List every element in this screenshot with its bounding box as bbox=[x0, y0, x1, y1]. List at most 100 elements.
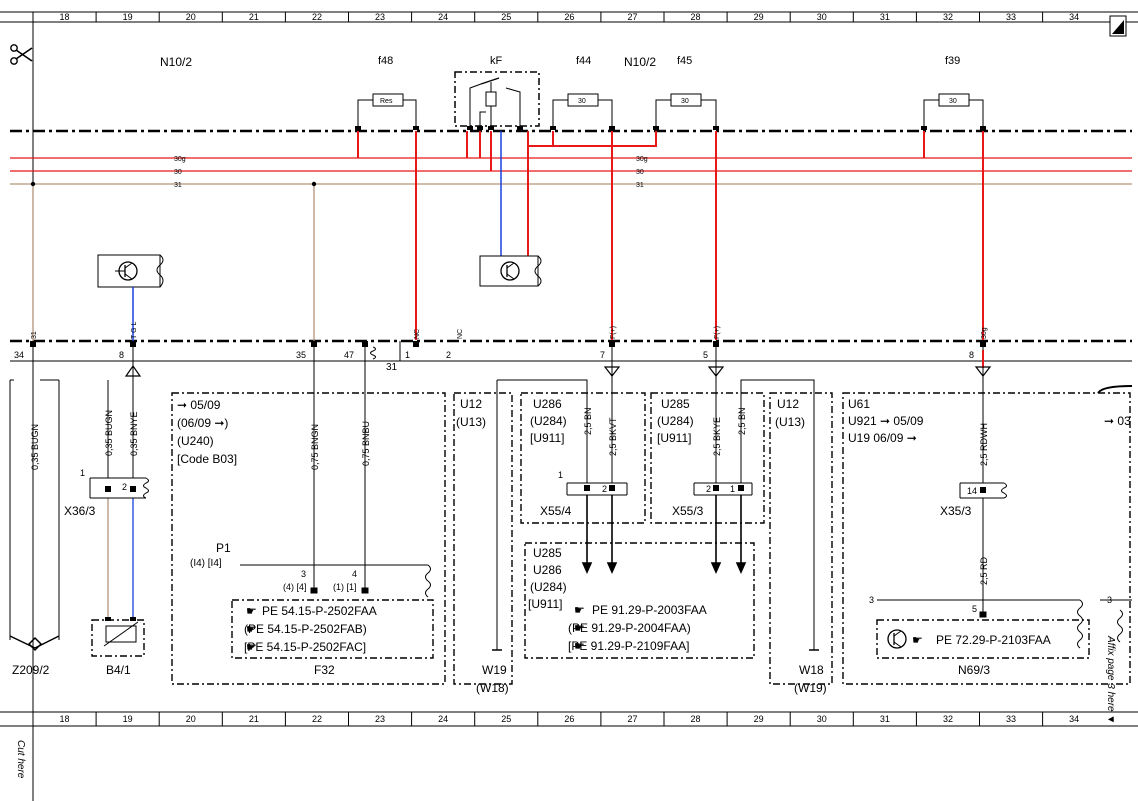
f32-ref-2[interactable]: (PE 54.15-P-2502FAB) bbox=[244, 622, 367, 636]
grid-column-number: 29 bbox=[754, 714, 764, 724]
u285-286-line-1: U285 bbox=[533, 546, 562, 560]
fuse-box-f32-label: F32 bbox=[314, 663, 335, 677]
wire-label-bnbu: 0,75 BNBU bbox=[361, 421, 371, 466]
ref-icon: ☛ bbox=[912, 633, 923, 647]
rail-label-30-mid: 30 bbox=[636, 169, 644, 176]
wire-label-bnye: 0,35 BNYE bbox=[129, 411, 139, 456]
u12a-line-2: (U13) bbox=[456, 415, 486, 429]
f32-line-2: (06/09 ➞) bbox=[177, 416, 228, 430]
mid-ref-1[interactable]: PE 91.29-P-2003FAA bbox=[592, 603, 707, 617]
sensor-b4-icon bbox=[103, 617, 139, 647]
wire-label-rdwh: 2,5 RDWH bbox=[979, 423, 989, 466]
f32-conditions: ➞ 05/09 (06/09 ➞) (U240) [Code B03] bbox=[177, 398, 237, 466]
fuse-f45: 30 bbox=[653, 93, 719, 130]
u12a-line-1: U12 bbox=[460, 397, 482, 411]
fuse-f39-label: f39 bbox=[945, 55, 960, 67]
f32-ref-1[interactable]: PE 54.15-P-2502FAA bbox=[262, 604, 377, 618]
n69-pin-5: 5 bbox=[972, 604, 977, 614]
p1-sub: (I4) [I4] bbox=[190, 558, 222, 569]
grid-column-number: 26 bbox=[564, 12, 574, 22]
pin-8-right: 8 bbox=[969, 350, 974, 360]
u285-286-line-2: U286 bbox=[533, 563, 562, 577]
grid-column-number: 29 bbox=[754, 12, 764, 22]
f32-line-4: [Code B03] bbox=[177, 452, 237, 466]
module-label-left: N10/2 bbox=[160, 55, 192, 69]
grid-column-number: 26 bbox=[564, 714, 574, 724]
u286-line-1: U286 bbox=[533, 397, 562, 411]
f32-ref-3[interactable]: [PE 54.15-P-2502FAC] bbox=[244, 640, 366, 654]
n69-connector bbox=[877, 599, 1132, 649]
grid-column-number: 28 bbox=[691, 714, 701, 724]
n69-reference[interactable]: PE 72.29-P-2103FAA bbox=[936, 633, 1051, 647]
mid-ref-3[interactable]: [PE 91.29-P-2109FAA] bbox=[568, 639, 689, 653]
wire-end-w19: W19 bbox=[482, 663, 507, 677]
pin-7: 7 bbox=[600, 350, 605, 360]
grid-column-number: 22 bbox=[312, 12, 322, 22]
tag-tgl: T G L bbox=[131, 322, 138, 339]
wire-label-bn-a: 2,5 BN bbox=[583, 407, 593, 435]
rail-label-30g-mid: 30g bbox=[636, 156, 648, 163]
fuse-f48: Res bbox=[355, 93, 419, 130]
grid-column-number: 24 bbox=[438, 714, 448, 724]
ref-icon: ☛ bbox=[574, 603, 585, 617]
x36-pin-2: 2 bbox=[122, 482, 127, 492]
x36-pin-1: 1 bbox=[80, 468, 85, 478]
p1-label: P1 bbox=[216, 541, 231, 555]
connector-x35: X35/3 bbox=[940, 504, 972, 518]
x55-4-pin-1: 1 bbox=[558, 470, 563, 480]
cut-here-label: Cut here bbox=[15, 740, 26, 779]
connector-x55-3: X55/3 bbox=[672, 504, 704, 518]
grid-column-number: 34 bbox=[1069, 714, 1079, 724]
grid-column-number: 20 bbox=[186, 714, 196, 724]
grid-column-number: 23 bbox=[375, 714, 385, 724]
grid-column-number: 21 bbox=[249, 12, 259, 22]
ground-31-label: 31 bbox=[386, 362, 398, 373]
ground-coil-icon bbox=[370, 346, 376, 360]
tag-30g: 30g bbox=[981, 327, 988, 339]
grid-column-number: 30 bbox=[817, 714, 827, 724]
wire-end-w18: W18 bbox=[799, 663, 824, 677]
grid-column-number: 32 bbox=[943, 12, 953, 22]
grid-columns: 1818191920202121222223232424252526262727… bbox=[32, 12, 1079, 726]
grid-column-number: 31 bbox=[880, 12, 890, 22]
u12a-block: U12 (U13) bbox=[456, 397, 486, 429]
top-right-corner-arc bbox=[1097, 385, 1133, 394]
u61-block: U61 U921 ➞ 05/09 U19 06/09 ➞ bbox=[848, 397, 924, 445]
fuse-f48-label: f48 bbox=[378, 55, 393, 67]
wire-end-w19-paren: (W19) bbox=[794, 681, 827, 695]
pin-34: 34 bbox=[14, 350, 24, 360]
connector-x55-3-shape bbox=[693, 482, 753, 496]
grid-column-number: 18 bbox=[60, 714, 70, 724]
splice-z209-label: Z209/2 bbox=[12, 663, 50, 677]
right-edge-arrow: ➞ 03 bbox=[1104, 414, 1131, 428]
ref-icon: ☛ bbox=[246, 604, 257, 618]
x55-3-pin-1: 1 bbox=[730, 484, 735, 494]
connector-x55-4: X55/4 bbox=[540, 504, 572, 518]
ref-icon: ☛ bbox=[246, 640, 257, 654]
fuse-f44-rating: 30 bbox=[578, 98, 586, 105]
top-grid-bar bbox=[0, 11, 1138, 23]
pin-2: 2 bbox=[446, 350, 451, 360]
mid-ref-2[interactable]: (PE 91.29-P-2004FAA) bbox=[568, 621, 691, 635]
ref-icon: ☛ bbox=[246, 622, 257, 636]
pin-1: 1 bbox=[405, 350, 410, 360]
wire-label-bkvt: 2,5 BKVT bbox=[608, 417, 618, 456]
rail-label-30g-left: 30g bbox=[174, 156, 186, 163]
pin-markers bbox=[30, 341, 986, 347]
grid-column-number: 32 bbox=[943, 714, 953, 724]
fuse-f39-rating: 30 bbox=[949, 98, 957, 105]
x55-4-pin-2: 2 bbox=[602, 484, 607, 494]
n69-transistor-icon bbox=[887, 629, 907, 649]
connector-x35-shape bbox=[959, 482, 1007, 499]
relay-kf-label: kF bbox=[490, 55, 503, 67]
module-n69-label: N69/3 bbox=[958, 663, 990, 677]
pin-35: 35 bbox=[296, 350, 306, 360]
x35-pin-14: 14 bbox=[967, 486, 977, 496]
u285-286-line-3: (U284) bbox=[530, 580, 567, 594]
ref-icon: ☛ bbox=[574, 621, 585, 635]
connector-x55-4-shape bbox=[566, 482, 628, 496]
wire-end-w18-paren: (W18) bbox=[476, 681, 509, 695]
tag-nc-2: NC bbox=[457, 329, 464, 339]
grid-column-number: 28 bbox=[691, 12, 701, 22]
arrow-markers bbox=[124, 364, 992, 377]
